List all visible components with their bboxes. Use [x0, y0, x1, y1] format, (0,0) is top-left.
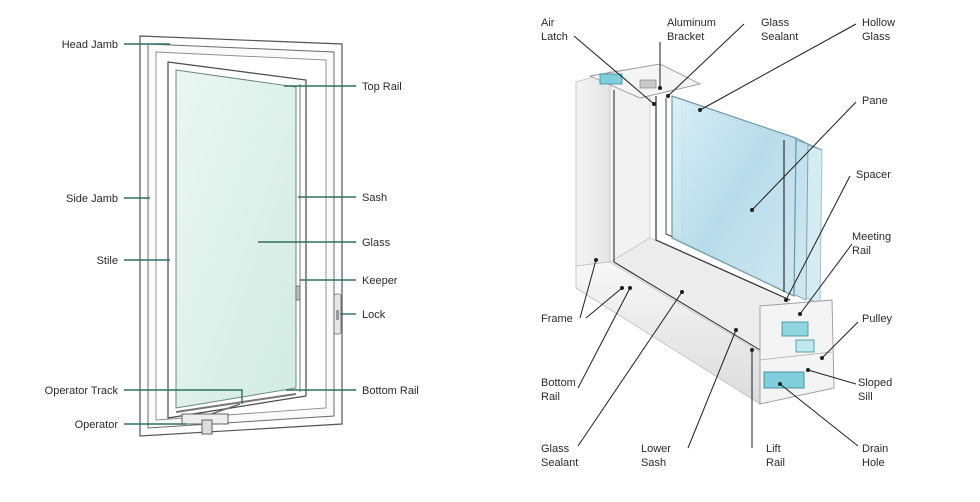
- right-labels: Air Latch Aluminum Bracket Glass Sealant…: [541, 17, 898, 469]
- label-air-latch: Air Latch: [541, 17, 568, 43]
- label-operator-track: Operator Track: [45, 385, 119, 397]
- label-pulley: Pulley: [862, 313, 892, 325]
- right-leader-lines: [573, 23, 859, 449]
- left-leader-lines: [124, 43, 356, 425]
- label-lock: Lock: [362, 309, 386, 321]
- label-sash: Sash: [362, 192, 387, 204]
- label-top-rail: Top Rail: [362, 81, 402, 93]
- air-latch-insert: [599, 73, 623, 85]
- drain-hole-insert: [763, 371, 805, 389]
- label-lower-sash: Lower Sash: [641, 443, 674, 469]
- sash-glass: [175, 69, 297, 409]
- label-side-jamb: Side Jamb: [66, 193, 118, 205]
- label-frame: Frame: [541, 313, 573, 325]
- window-cross-section-illustration: [575, 63, 835, 405]
- right-leader-dots: [594, 86, 824, 386]
- label-bottom-rail-right: Bottom Rail: [541, 377, 579, 403]
- operator-track-bar: [175, 393, 297, 413]
- label-lift-rail: Lift Rail: [766, 443, 785, 469]
- pulley-insert: [795, 339, 815, 353]
- pane-front: [671, 95, 797, 297]
- label-head-jamb: Head Jamb: [62, 39, 118, 51]
- label-operator: Operator: [75, 419, 119, 431]
- label-pane: Pane: [862, 95, 888, 107]
- label-glass-sealant-bottom: Glass Sealant: [541, 443, 578, 469]
- label-drain-hole: Drain Hole: [862, 443, 891, 469]
- label-glass-sealant-top: Glass Sealant: [761, 17, 798, 43]
- label-sloped-sill: Sloped Sill: [858, 377, 895, 403]
- label-keeper: Keeper: [362, 275, 398, 287]
- label-aluminum-bracket: Aluminum Bracket: [667, 17, 719, 43]
- label-glass: Glass: [362, 237, 391, 249]
- label-bottom-rail: Bottom Rail: [362, 385, 419, 397]
- label-spacer: Spacer: [856, 169, 891, 181]
- meeting-rail-insert: [781, 321, 809, 337]
- label-hollow-glass: Hollow Glass: [862, 17, 898, 43]
- casement-window-illustration: [139, 35, 343, 437]
- frame-body-left: [575, 71, 611, 267]
- label-stile: Stile: [97, 255, 118, 267]
- label-meeting-rail: Meeting Rail: [852, 231, 894, 257]
- keeper-hardware: [295, 285, 301, 301]
- left-labels: Head Jamb Side Jamb Stile Operator Track…: [45, 39, 419, 431]
